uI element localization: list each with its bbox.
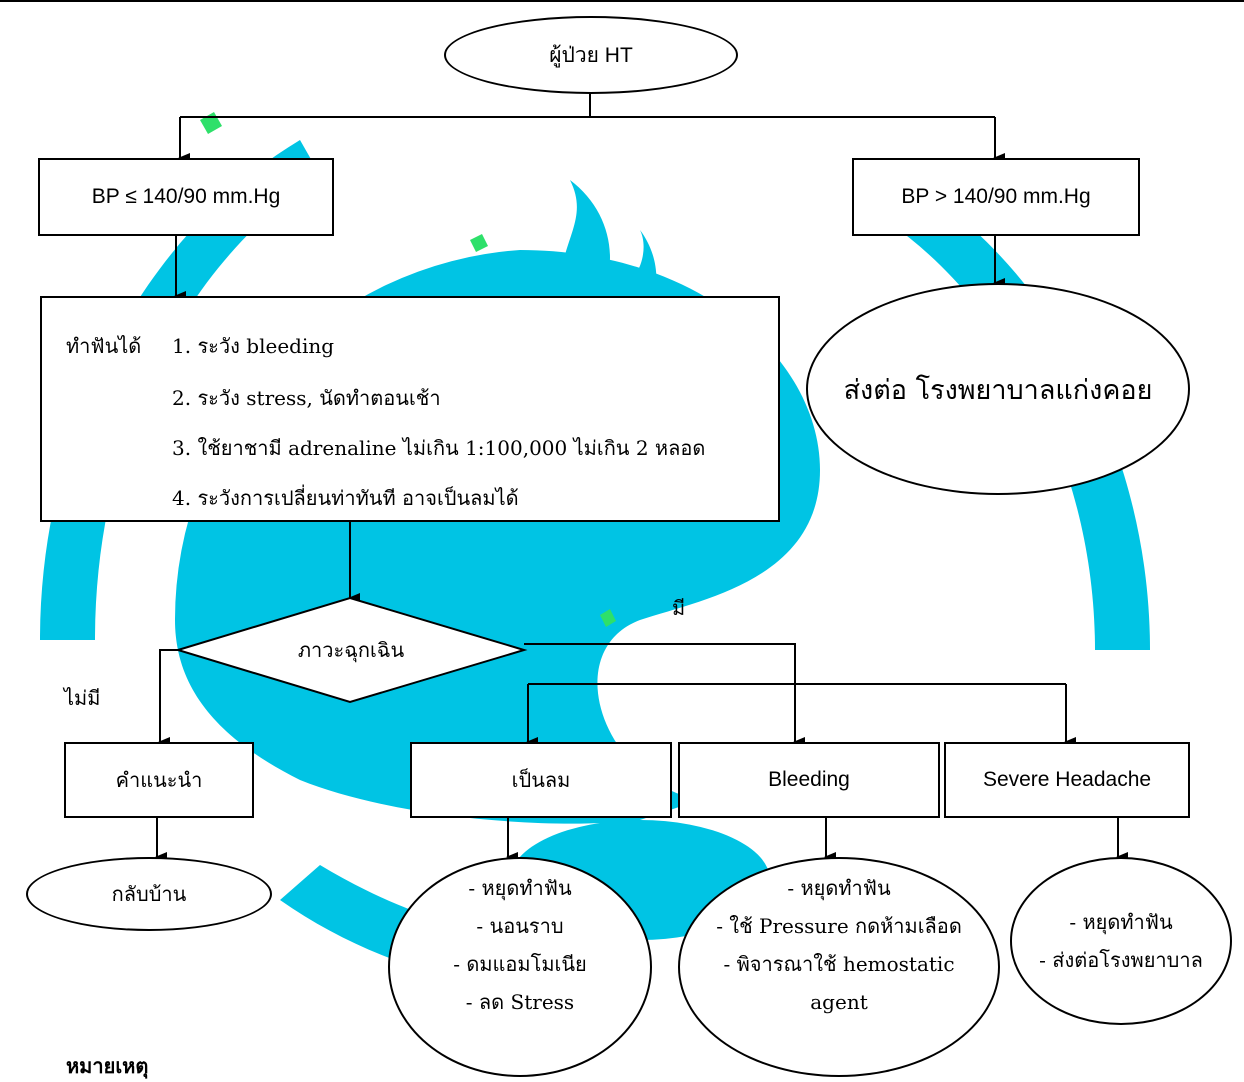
- start-label: ผู้ป่วย HT: [549, 43, 633, 67]
- bp-low-label: BP ≤ 140/90 mm.Hg: [91, 185, 281, 208]
- decision-text: ภาวะฉุกเฉิน: [178, 598, 524, 702]
- bleeding-action-2: - ใช้ Pressure กดห้ามเลือด: [716, 914, 962, 938]
- treatment-box: ทำฟันได้ 1. ระวัง bleeding 2. ระวัง stre…: [40, 296, 780, 522]
- watermark-accent-3: [600, 609, 616, 627]
- decision-no-label: ไม่มี: [64, 686, 101, 710]
- bp-low-box: BP ≤ 140/90 mm.Hg: [38, 158, 334, 236]
- bp-high-label: BP > 140/90 mm.Hg: [901, 185, 1091, 208]
- faint-actions-node: - หยุดทำฟัน - นอนราบ - ดมแอมโมเนีย - ลด …: [388, 857, 652, 1077]
- faint-box: เป็นลม: [410, 742, 672, 818]
- bp-high-box: BP > 140/90 mm.Hg: [852, 158, 1140, 236]
- bleeding-label: Bleeding: [768, 768, 850, 791]
- faint-action-1: - หยุดทำฟัน: [468, 876, 572, 900]
- arrow-yes-branch: [524, 643, 805, 747]
- decision-yes-label: มี: [672, 596, 686, 620]
- faint-label: เป็นลม: [511, 768, 571, 792]
- refer-label: ส่งต่อ โรงพยาบาลแก่งคอย: [843, 374, 1153, 406]
- arrow-no-branch: [158, 649, 178, 747]
- decision-label: ภาวะฉุกเฉิน: [297, 638, 405, 662]
- go-home-label: กลับบ้าน: [111, 882, 187, 906]
- bleeding-box: Bleeding: [678, 742, 940, 818]
- advice-box: คำแนะนำ: [64, 742, 254, 818]
- headache-label: Severe Headache: [982, 768, 1152, 791]
- treatment-item-2: 2. ระวัง stress, นัดทำตอนเช้า: [172, 386, 441, 410]
- headache-box: Severe Headache: [944, 742, 1190, 818]
- bleeding-action-1: - หยุดทำฟัน: [787, 876, 891, 900]
- note-label: หมายเหตุ: [66, 1054, 149, 1078]
- bleeding-action-4: agent: [810, 990, 868, 1014]
- headache-actions-node: - หยุดทำฟัน - ส่งต่อโรงพยาบาล: [1010, 857, 1232, 1025]
- treatment-lead: ทำฟันได้: [66, 334, 142, 358]
- faint-action-4: - ลด Stress: [465, 990, 575, 1014]
- top-border-line: [0, 0, 1244, 2]
- go-home-node: กลับบ้าน: [26, 857, 272, 931]
- bleeding-actions-node: - หยุดทำฟัน - ใช้ Pressure กดห้ามเลือด -…: [678, 857, 1000, 1077]
- bleeding-action-3: - พิจารณาใช้ hemostatic: [723, 952, 955, 976]
- faint-action-2: - นอนราบ: [476, 914, 564, 938]
- decision-diamond: [174, 596, 528, 704]
- headache-action-1: - หยุดทำฟัน: [1069, 910, 1173, 934]
- treatment-item-1: 1. ระวัง bleeding: [172, 334, 335, 358]
- watermark-accent-4: [470, 234, 488, 252]
- advice-label: คำแนะนำ: [115, 768, 203, 792]
- treatment-item-3: 3. ใช้ยาชามี adrenaline ไม่เกิน 1:100,00…: [172, 436, 706, 460]
- treatment-item-4: 4. ระวังการเปลี่ยนท่าทันที อาจเป็นลมได้: [172, 486, 519, 510]
- headache-action-2: - ส่งต่อโรงพยาบาล: [1039, 948, 1203, 972]
- start-node: ผู้ป่วย HT: [444, 16, 738, 94]
- faint-action-3: - ดมแอมโมเนีย: [453, 952, 587, 976]
- refer-node: ส่งต่อ โรงพยาบาลแก่งคอย: [806, 283, 1190, 495]
